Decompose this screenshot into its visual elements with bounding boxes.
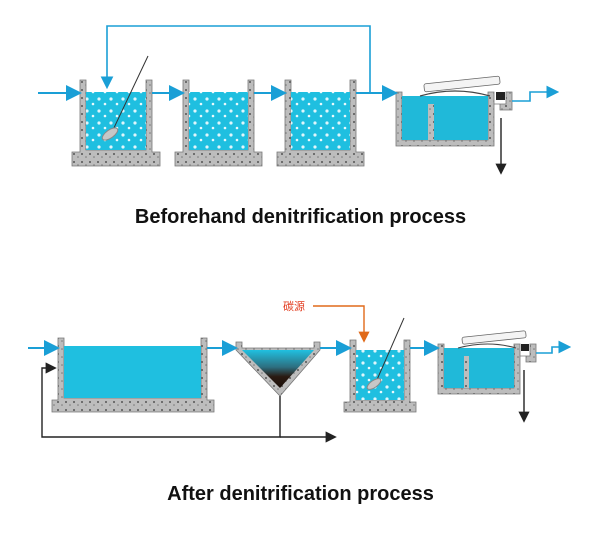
after-caption: After denitrification process bbox=[167, 483, 434, 505]
hopper-settler bbox=[235, 341, 321, 397]
secondary-clarifier-2 bbox=[437, 330, 537, 395]
carbon-source-arrow bbox=[313, 305, 370, 343]
mixer-shaft bbox=[111, 55, 149, 133]
mixer-shaft-2 bbox=[375, 317, 405, 383]
anoxic-tank-1 bbox=[71, 55, 161, 167]
aeration-tank-large bbox=[51, 337, 215, 413]
scraper-bridge-icon-2 bbox=[461, 330, 527, 345]
effluent-arrow-2 bbox=[536, 340, 572, 354]
carbon-source-label: 碳源 bbox=[283, 299, 305, 313]
aeration-tank-2 bbox=[174, 79, 263, 167]
mixer-propeller-icon-2 bbox=[366, 378, 382, 390]
before-caption: Beforehand denitrification process bbox=[134, 206, 467, 228]
denitrification-tank bbox=[343, 317, 417, 413]
after-process: 碳源 bbox=[28, 299, 572, 443]
internal-recycle-line bbox=[100, 25, 371, 93]
before-process bbox=[38, 25, 560, 175]
mixer-propeller-icon bbox=[101, 127, 119, 141]
aeration-tank-3 bbox=[276, 79, 365, 167]
effluent-arrow bbox=[512, 85, 560, 102]
secondary-clarifier bbox=[395, 75, 513, 147]
scraper-bridge-icon bbox=[423, 75, 501, 93]
sludge-return-line bbox=[41, 362, 281, 438]
